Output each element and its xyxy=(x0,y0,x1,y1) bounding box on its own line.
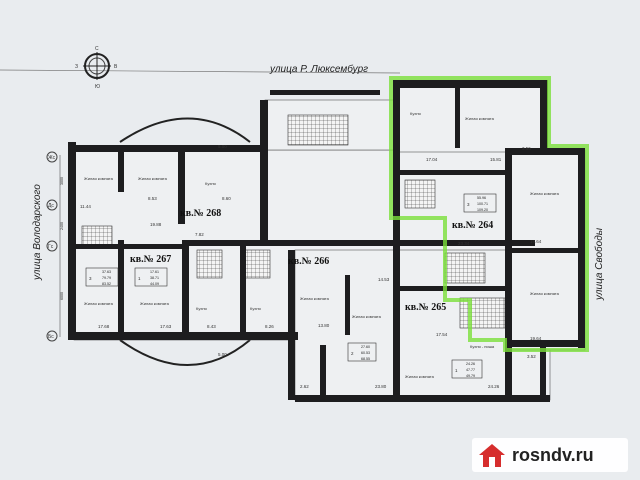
svg-text:Жилая комната: Жилая комната xyxy=(140,301,170,306)
svg-text:2: 2 xyxy=(351,351,354,356)
compass-n: С xyxy=(95,46,99,52)
svg-text:19.64: 19.64 xyxy=(530,239,542,244)
compass-e: В xyxy=(114,64,118,70)
svg-text:Кухня: Кухня xyxy=(196,306,207,311)
bay-top xyxy=(119,117,251,143)
svg-text:Жилая комната: Жилая комната xyxy=(352,314,382,319)
street-left: улица Володарского xyxy=(32,184,43,281)
svg-text:60.53: 60.53 xyxy=(361,351,370,355)
summary-table-267-1: 1 17.61 38.71 44.09 xyxy=(134,267,168,287)
svg-text:83.52: 83.52 xyxy=(102,282,111,286)
summary-table-266: 2 27.60 60.53 68.55 xyxy=(347,342,377,362)
svg-text:5.00: 5.00 xyxy=(218,144,227,149)
svg-text:Гс: Гс xyxy=(48,244,54,250)
svg-text:14.53: 14.53 xyxy=(378,277,390,282)
svg-text:23.80: 23.80 xyxy=(375,384,387,389)
street-right: улица Свободы xyxy=(593,227,605,301)
apt-266-label: кв.№ 266 xyxy=(288,256,329,267)
watermark-text: rosndv.ru xyxy=(512,444,594,465)
svg-text:6000: 6000 xyxy=(60,292,64,300)
svg-text:2400: 2400 xyxy=(60,222,64,230)
axis-markers: Жс Дс Гс Бс 3000 2400 6000 xyxy=(46,151,64,342)
svg-text:79.79: 79.79 xyxy=(102,276,111,280)
svg-text:27.60: 27.60 xyxy=(361,345,370,349)
svg-text:Жилая комната: Жилая комната xyxy=(530,191,560,196)
svg-text:Жилая комната: Жилая комната xyxy=(300,296,330,301)
apt-265-label: кв.№ 265 xyxy=(405,302,446,313)
svg-text:7.82: 7.82 xyxy=(195,232,204,237)
site-line xyxy=(0,69,401,74)
svg-text:8.43: 8.43 xyxy=(207,324,216,329)
street-top: улица Р. Люксембург xyxy=(269,63,368,75)
svg-text:Жилая комната: Жилая комната xyxy=(84,176,114,181)
svg-text:8.53: 8.53 xyxy=(148,196,157,201)
svg-text:Жилая комната: Жилая комната xyxy=(84,301,114,306)
svg-text:3: 3 xyxy=(89,276,92,281)
svg-text:3: 3 xyxy=(467,202,470,207)
apt-267-label: кв.№ 267 xyxy=(130,254,171,265)
svg-text:3.52: 3.52 xyxy=(527,354,536,359)
apt-264-label: кв.№ 264 xyxy=(452,220,493,231)
svg-text:8.26: 8.26 xyxy=(265,324,274,329)
svg-text:19.64: 19.64 xyxy=(530,336,542,341)
svg-text:17.63: 17.63 xyxy=(160,324,172,329)
svg-text:Жилая комната: Жилая комната xyxy=(465,116,495,121)
svg-text:Кухня: Кухня xyxy=(205,181,216,186)
svg-text:17.54: 17.54 xyxy=(436,332,448,337)
svg-text:24.26: 24.26 xyxy=(466,362,475,366)
svg-text:8.60: 8.60 xyxy=(222,196,231,201)
walls xyxy=(68,80,585,402)
svg-text:Жс: Жс xyxy=(48,155,56,161)
svg-text:17.68: 17.68 xyxy=(98,324,110,329)
room-names: Жилая комната Жилая комната Кухня Жилая … xyxy=(84,111,560,379)
compass-icon: С Ю З В xyxy=(75,46,118,90)
svg-text:Кухня: Кухня xyxy=(250,306,261,311)
summary-table-267-3: 3 37.63 79.79 83.52 xyxy=(85,267,119,287)
svg-text:Кухня - ниша: Кухня - ниша xyxy=(470,344,495,349)
svg-text:2.62: 2.62 xyxy=(300,384,309,389)
svg-text:Дс: Дс xyxy=(48,203,54,209)
svg-text:109.20: 109.20 xyxy=(477,208,488,212)
svg-text:3.56: 3.56 xyxy=(522,146,531,151)
svg-text:13.80: 13.80 xyxy=(318,323,330,328)
svg-text:23.34: 23.34 xyxy=(458,241,470,246)
svg-text:17.61: 17.61 xyxy=(150,270,159,274)
compass-s: Ю xyxy=(95,84,100,90)
svg-text:49.79: 49.79 xyxy=(466,374,475,378)
svg-text:38.71: 38.71 xyxy=(150,276,159,280)
watermark: rosndv.ru xyxy=(472,438,628,472)
svg-text:68.55: 68.55 xyxy=(361,357,370,361)
svg-text:37.63: 37.63 xyxy=(102,270,111,274)
svg-text:17.04: 17.04 xyxy=(426,157,438,162)
svg-text:11.44: 11.44 xyxy=(80,204,91,209)
svg-text:Жилая комната: Жилая комната xyxy=(530,291,560,296)
highlight-apt-264 xyxy=(389,76,589,352)
room-areas: 11.44 8.53 8.60 19.88 7.82 5.00 17.68 17… xyxy=(80,144,542,389)
bay-bottom xyxy=(119,339,251,366)
svg-text:Жилая комната: Жилая комната xyxy=(138,176,168,181)
svg-text:5.00: 5.00 xyxy=(218,352,227,357)
svg-text:1: 1 xyxy=(455,368,458,373)
compass-w: З xyxy=(75,64,78,70)
svg-text:15.81: 15.81 xyxy=(490,157,502,162)
svg-text:44.09: 44.09 xyxy=(150,282,159,286)
svg-text:47.77: 47.77 xyxy=(466,368,475,372)
svg-text:19.88: 19.88 xyxy=(150,222,162,227)
svg-text:55.96: 55.96 xyxy=(477,196,486,200)
summary-table-264: 3 55.96 100.71 109.20 xyxy=(463,193,497,213)
svg-text:24.26: 24.26 xyxy=(488,384,500,389)
svg-text:Жилая комната: Жилая комната xyxy=(405,374,435,379)
summary-table-265: 1 24.26 47.77 49.79 xyxy=(451,359,483,379)
apt-268-label: кв.№ 268 xyxy=(180,208,221,219)
svg-text:1: 1 xyxy=(138,276,141,281)
svg-text:Бс: Бс xyxy=(48,334,54,340)
svg-text:3000: 3000 xyxy=(60,177,64,185)
house-logo-icon xyxy=(479,444,505,467)
svg-text:Кухня: Кухня xyxy=(410,111,421,116)
svg-text:100.71: 100.71 xyxy=(477,202,488,206)
